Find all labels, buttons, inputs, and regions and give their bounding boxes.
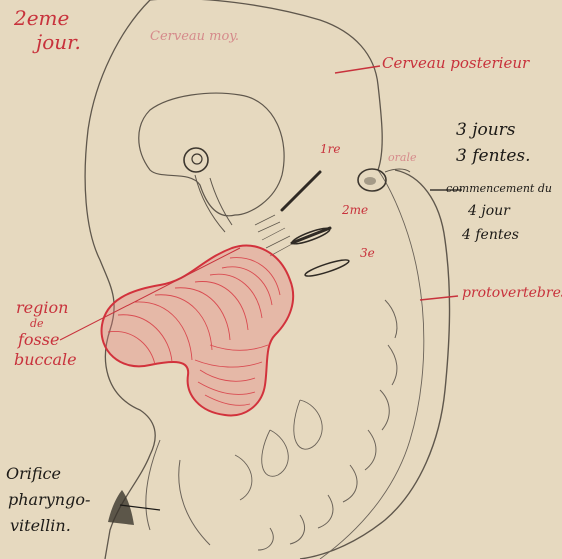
arch-1-label: 1re (320, 143, 340, 155)
region-label-line2: de (30, 318, 44, 329)
orifice-line1: Orifice (6, 466, 61, 482)
stage3-line2: 3 fentes. (456, 148, 531, 165)
orale-note: orale (388, 152, 416, 163)
day-label-line1: 2eme (14, 8, 69, 28)
region-label-line4: buccale (14, 352, 77, 368)
arch-3-label: 3e (360, 247, 375, 259)
cerveau-posterieur-label: Cerveau posterieur (382, 56, 529, 71)
stage4-line1: commencement du (446, 183, 552, 194)
orifice-line2: pharyngo- (8, 492, 90, 508)
pencil-note: Cerveau moy. (150, 30, 239, 43)
protovertebres-label: protovertebres (462, 286, 562, 300)
otic-pit (364, 177, 376, 185)
day-label-line2: jour. (36, 32, 81, 52)
region-label-line3: fosse (18, 332, 59, 348)
arch-2-label: 2me (342, 204, 368, 216)
region-label-line1: region (16, 300, 68, 316)
stage3-line1: 3 jours (456, 122, 516, 139)
stage4-line3: 4 fentes (462, 228, 519, 242)
orifice-line3: vitellin. (10, 518, 71, 534)
stage4-line2: 4 jour (468, 204, 510, 218)
